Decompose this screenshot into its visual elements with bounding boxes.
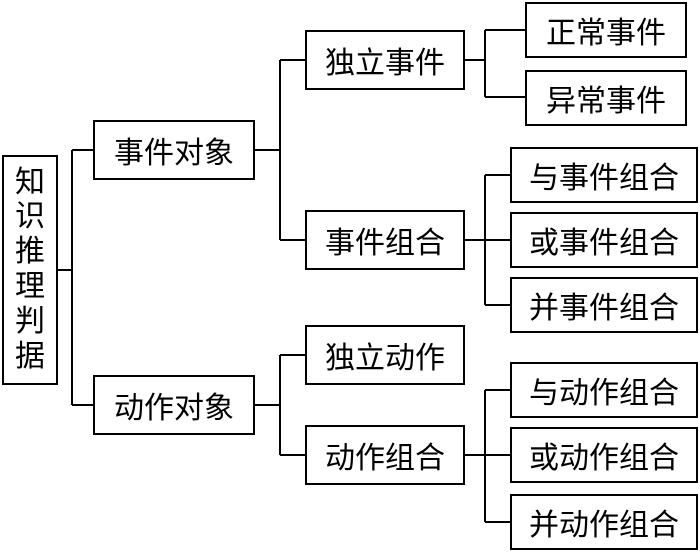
leaf-or-action-combination: 或动作组合	[510, 427, 698, 483]
leaf-union-action-combination: 并动作组合	[510, 494, 698, 550]
root-label-char: 推	[15, 234, 45, 270]
leaf-or-event-combination: 或事件组合	[510, 212, 698, 268]
leaf-and-action-combination: 与动作组合	[510, 362, 698, 418]
root-node: 知识推理判据	[2, 155, 58, 385]
leaf-normal-event: 正常事件	[525, 2, 687, 58]
root-label-char: 理	[15, 269, 45, 304]
root-label-char: 判	[15, 303, 45, 339]
root-label-char: 知	[15, 164, 45, 200]
node-event-combination: 事件组合	[305, 210, 465, 270]
node-action-combination: 动作组合	[305, 425, 465, 485]
node-independent-action: 独立动作	[305, 325, 465, 385]
node-independent-event: 独立事件	[305, 30, 465, 90]
root-label-char: 识	[15, 199, 45, 235]
leaf-and-event-combination: 与事件组合	[510, 147, 698, 203]
node-event-object: 事件对象	[93, 120, 255, 180]
node-action-object: 动作对象	[93, 375, 255, 435]
leaf-abnormal-event: 异常事件	[525, 70, 687, 126]
root-label-char: 据	[15, 338, 45, 374]
leaf-union-event-combination: 并事件组合	[510, 277, 698, 333]
